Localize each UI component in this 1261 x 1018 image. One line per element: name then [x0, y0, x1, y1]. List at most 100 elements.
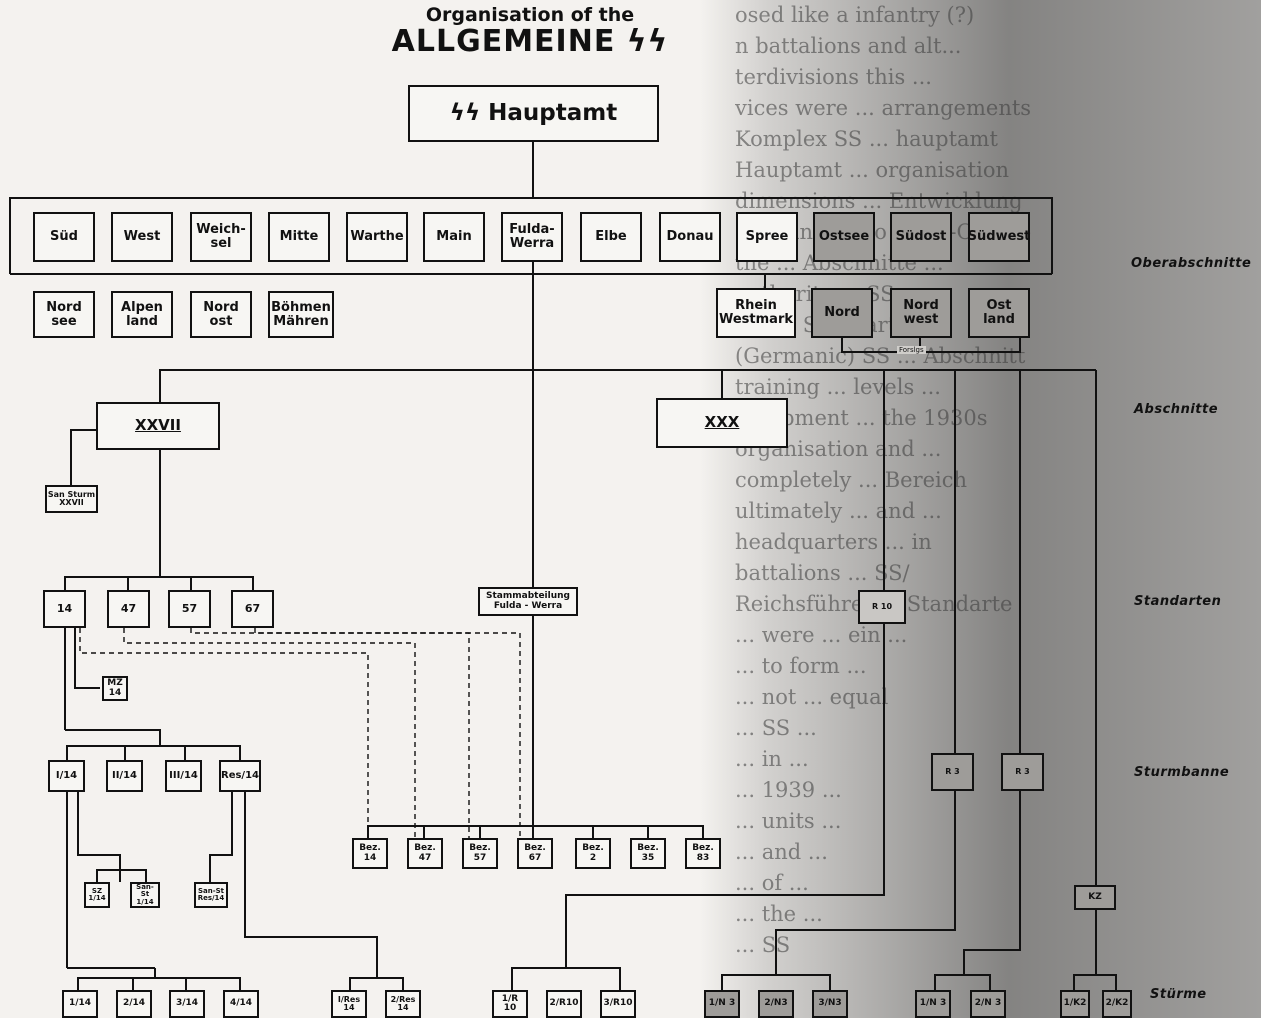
background-text-line: ... in ...: [735, 747, 809, 771]
sturm-3: 4/14: [223, 990, 259, 1018]
hauptamt-box: ϟϟ Hauptamt: [408, 85, 659, 142]
level-label-1: Abschnitte: [1134, 402, 1219, 417]
oberabschnitt-0: Süd: [33, 212, 95, 262]
background-text-line: ... to form ...: [735, 654, 867, 678]
background-text-line: ... the ...: [735, 902, 823, 926]
san-st-res-14: San-St Res/14: [194, 882, 228, 908]
background-text-line: ... not ... equal: [735, 685, 889, 709]
oberabschnitt-row2-right-0: Rhein Westmark: [716, 288, 796, 338]
background-text-line: completely ... Bereich: [735, 468, 968, 492]
sturm-1: 2/14: [116, 990, 152, 1018]
oberabschnitt-row2-left-0: Nord see: [33, 291, 95, 338]
oberabschnitt-1: West: [111, 212, 173, 262]
san-sturm-xxvii: San Sturm XXVII: [45, 485, 98, 513]
sturm-7: 2/R10: [546, 990, 582, 1018]
sturm-12: 1/N 3: [915, 990, 951, 1018]
background-text-line: ... SS: [735, 933, 791, 957]
bez-2: Bez. 57: [462, 838, 498, 869]
background-text-line: vices were ... arrangements: [735, 96, 1032, 120]
kz-box: KZ: [1074, 885, 1116, 910]
background-text-line: headquarters ... in: [735, 530, 932, 554]
sturm-6: 1/R 10: [492, 990, 528, 1018]
sturm-13: 2/N 3: [970, 990, 1006, 1018]
oberabschnitt-row2-left-3: Böhmen Mähren: [268, 291, 334, 338]
bez-1: Bez. 47: [407, 838, 443, 869]
sturm-5: 2/Res 14: [385, 990, 421, 1018]
mz14-box: MZ 14: [102, 676, 128, 701]
sturmbann-0: I/14: [48, 760, 85, 792]
background-text-line: training ... levels ...: [735, 375, 941, 399]
background-text-line: Hauptamt ... organisation: [735, 158, 1009, 182]
oberabschnitt-2: Weich- sel: [190, 212, 252, 262]
background-text-line: dimensions ... Entwicklung: [735, 189, 1023, 213]
sturm-9: 1/N 3: [704, 990, 740, 1018]
n3-box-2: R 3: [1001, 753, 1044, 791]
oberabschnitt-row2-left-2: Nord ost: [190, 291, 252, 338]
sz-1-14: SZ 1/14: [84, 882, 110, 908]
abschnitt-xxvii: XXVII: [96, 402, 220, 450]
oberabschnitt-6: Fulda- Werra: [501, 212, 563, 262]
background-text-line: ... SS ...: [735, 716, 817, 740]
oberabschnitt-4: Warthe: [346, 212, 408, 262]
stammabteilung-box: Stammabteilung Fulda - Werra: [478, 587, 578, 616]
oberabschnitt-row2-right-3: Ost land: [968, 288, 1030, 338]
background-text-line: ... units ...: [735, 809, 842, 833]
sturm-14: 1/K2: [1060, 990, 1090, 1018]
bez-5: Bez. 35: [630, 838, 666, 869]
title-line-2: ALLGEMEINE ϟϟ: [391, 24, 669, 59]
bez-6: Bez. 83: [685, 838, 721, 869]
background-text-line: ultimately ... and ...: [735, 499, 942, 523]
sturm-15: 2/K2: [1102, 990, 1132, 1018]
oberabschnitt-row2-right-1: Nord: [811, 288, 873, 338]
background-text-line: ... were ... ein ...: [735, 623, 908, 647]
bez-4: Bez. 2: [575, 838, 611, 869]
level-label-0: Oberabschnitte: [1131, 256, 1252, 271]
bez-3: Bez. 67: [517, 838, 553, 869]
background-text-line: (Germanic) SS ... Abschnitt: [735, 344, 1026, 368]
oberabschnitt-row2-right-2: Nord west: [890, 288, 952, 338]
sturmbann-3: Res/14: [219, 760, 261, 792]
background-text-line: ... 1939 ...: [735, 778, 842, 802]
oberabschnitt-8: Donau: [659, 212, 721, 262]
oberabschnitt-7: Elbe: [580, 212, 642, 262]
sturm-0: 1/14: [62, 990, 98, 1018]
oberabschnitt-row2-left-1: Alpen land: [111, 291, 173, 338]
background-text-line: ... and ...: [735, 840, 828, 864]
standarte-14: 14: [43, 590, 86, 628]
standarte-57: 57: [168, 590, 211, 628]
sturm-11: 3/N3: [812, 990, 848, 1018]
oberabschnitt-9: Spree: [736, 212, 798, 262]
background-text-line: battalions ... SS/: [735, 561, 910, 585]
level-label-3: Sturmbanne: [1134, 765, 1230, 780]
background-text: osed like a infantry (?) n battalions and…: [735, 0, 1255, 1018]
title-line-1: Organisation of the: [425, 4, 635, 26]
oberabschnitt-5: Main: [423, 212, 485, 262]
san-st-1-14: San-St 1/14: [130, 882, 160, 908]
r10-box: R 10: [858, 590, 906, 624]
sturm-4: I/Res 14: [331, 990, 367, 1018]
standarte-67: 67: [231, 590, 274, 628]
oberabschnitt-12: Südwest: [968, 212, 1030, 262]
abschnitt-xxx: XXX: [656, 398, 788, 448]
oberabschnitt-11: Südost: [890, 212, 952, 262]
sturmbann-2: III/14: [165, 760, 202, 792]
level-label-2: Standarten: [1134, 594, 1222, 609]
sturm-10: 2/N3: [758, 990, 794, 1018]
background-text-line: osed like a infantry (?): [735, 3, 975, 27]
sturm-2: 3/14: [169, 990, 205, 1018]
background-text-line: terdivisions this ...: [735, 65, 932, 89]
sturmbann-1: II/14: [106, 760, 143, 792]
background-text-line: Komplex SS ... hauptamt: [735, 127, 998, 151]
bez-0: Bez. 14: [352, 838, 388, 869]
oberabschnitt-10: Ostsee: [813, 212, 875, 262]
page-shadow: [700, 0, 1261, 1018]
oberabschnitt-3: Mitte: [268, 212, 330, 262]
level-label-4: Stürme: [1150, 987, 1207, 1002]
forts-label: Forslgs: [897, 346, 926, 354]
sturm-8: 3/R10: [600, 990, 636, 1018]
background-text-line: ... of ...: [735, 871, 809, 895]
n3-box-1: R 3: [931, 753, 974, 791]
standarte-47: 47: [107, 590, 150, 628]
background-text-line: n battalions and alt...: [735, 34, 962, 58]
